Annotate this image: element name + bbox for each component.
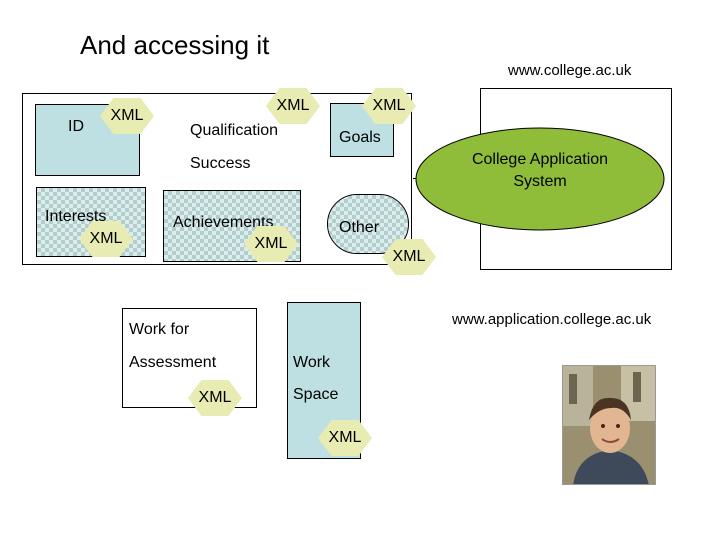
xml-tag-label: XML bbox=[198, 389, 232, 406]
college-application-text: College Application System bbox=[413, 149, 667, 193]
college-application-system: College Application System bbox=[413, 125, 667, 233]
achievements-label: Achievements bbox=[173, 214, 274, 231]
person-photo-graphic bbox=[563, 366, 655, 484]
work-label: Work bbox=[293, 354, 331, 371]
work-for-label: Work for bbox=[129, 321, 190, 338]
xml-tag-achievements: XML bbox=[244, 226, 298, 262]
xml-tag-label: XML bbox=[328, 429, 362, 446]
xml-tag-other: XML bbox=[382, 239, 436, 275]
application-url: www.application.college.ac.uk bbox=[452, 311, 652, 328]
goals-label: Goals bbox=[339, 129, 381, 146]
xml-tag-workspace: XML bbox=[318, 420, 372, 456]
xml-tag-label: XML bbox=[89, 230, 123, 247]
space-label: Space bbox=[293, 386, 339, 403]
xml-tag-label: XML bbox=[276, 97, 310, 114]
college-app-line1: College Application bbox=[471, 151, 609, 168]
person-photo-icon bbox=[562, 365, 656, 485]
xml-tag-interests: XML bbox=[79, 221, 133, 257]
other-label: Other bbox=[339, 219, 380, 236]
xml-tag-id: XML bbox=[100, 98, 154, 134]
xml-tag-label: XML bbox=[110, 107, 144, 124]
xml-tag-label: XML bbox=[254, 235, 288, 252]
college-url: www.college.ac.uk bbox=[508, 62, 632, 79]
interests-label: Interests bbox=[45, 208, 107, 225]
ellipse-shape bbox=[415, 127, 665, 231]
xml-tag-assessment: XML bbox=[188, 380, 242, 416]
qualification-label: Qualification bbox=[190, 122, 279, 139]
xml-tag-qualification: XML bbox=[266, 88, 320, 124]
success-label: Success bbox=[190, 155, 251, 172]
xml-tag-label: XML bbox=[372, 97, 406, 114]
xml-tag-goals: XML bbox=[362, 88, 416, 124]
xml-tag-label: XML bbox=[392, 248, 426, 265]
id-label: ID bbox=[68, 118, 84, 135]
assessment-label: Assessment bbox=[129, 354, 217, 371]
college-app-line2: System bbox=[513, 173, 567, 190]
slide-title: And accessing it bbox=[80, 30, 270, 60]
